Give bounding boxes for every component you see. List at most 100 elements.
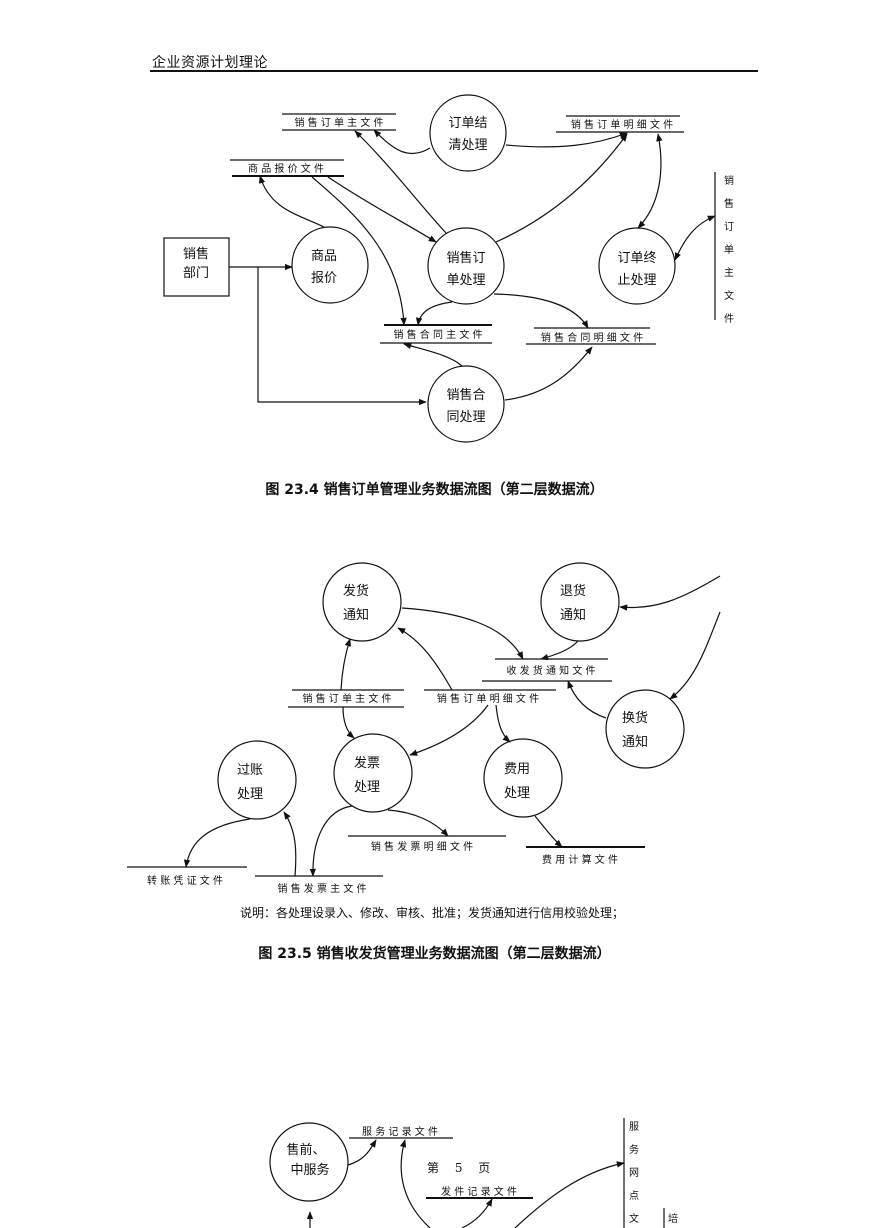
label-quote-1: 商品 (311, 249, 337, 264)
label-order-stop-1: 订单终 (617, 250, 656, 266)
flow-order-to-contract-master (415, 301, 453, 326)
label-order-settle-1: 订单结 (448, 116, 487, 131)
diagram2-store-labels: 收 发 货 通 知 文 件 销 售 订 单 主 文 件 销 售 订 单 明 细 … (147, 664, 618, 895)
label-store-voucher: 转 账 凭 证 文 件 (147, 874, 223, 887)
label-vertical-6: 件 (724, 313, 734, 325)
flow-order-to-order-master (354, 130, 447, 234)
flow-to-service-point (514, 1161, 625, 1228)
page-number: 第 5 页 (427, 1161, 497, 1175)
flow-quote-to-price (258, 175, 325, 228)
label-ship-1: 发货 (343, 583, 369, 599)
label-store-service-record: 服 务 记 录 文 件 (362, 1125, 438, 1138)
label-fee-2: 处理 (504, 786, 530, 801)
flow-master-to-invoice (342, 706, 355, 739)
flow-master-to-ship (340, 638, 351, 691)
label-order-stop-2: 止处理 (617, 273, 656, 288)
flow-detail-stop (637, 133, 663, 229)
diagram-order-management (163, 94, 716, 443)
label-service-point-0: 服 (629, 1121, 639, 1133)
diagram-service-partial (269, 1118, 665, 1228)
diagram-note: 说明：各处理设录入、修改、审核、批准；发货通知进行信用校验处理； (240, 906, 625, 920)
label-store-order-master-2: 销 售 订 单 主 文 件 (302, 692, 391, 705)
flow-detail-to-ship (397, 627, 453, 691)
flow-dept-to-contract (257, 267, 427, 406)
process-invoice (333, 733, 413, 813)
flow-ship-to-store (401, 607, 524, 660)
flow-external-to-return (619, 575, 721, 611)
flow-detail-to-fee (495, 704, 511, 743)
process-quote (291, 226, 369, 304)
label-store-contract-master: 销 售 合 同 主 文 件 (393, 328, 482, 341)
flow-settle-to-order-detail (505, 132, 628, 148)
flow-fee-to-calc (534, 815, 563, 848)
label-vertical-2: 订 (724, 221, 734, 233)
label-contract-1: 销售合 (446, 387, 485, 403)
diagram1-labels: 订单结 清处理 商品 报价 销售订 单处理 订单终 止处理 销售合 同处理 销售… (183, 116, 657, 425)
store-order-detail (556, 115, 684, 133)
flow-price-to-order (327, 176, 437, 243)
label-posting-2: 处理 (237, 787, 263, 802)
process-presales-service (269, 1122, 349, 1202)
flow-invoice-to-detail (387, 809, 449, 837)
label-exchange-1: 换货 (622, 710, 648, 726)
label-fee-1: 费用 (504, 762, 530, 777)
flow-exchange-to-store (567, 680, 607, 719)
page-header: 企业资源计划理论 (152, 55, 268, 71)
label-train: 培 (668, 1212, 678, 1225)
process-exchange-notice (605, 689, 685, 769)
diagram1-store-labels: 销 售 订 单 主 文 件 销 售 订 单 明 细 文 件 商 品 报 价 文 … (248, 116, 734, 344)
label-service-point-2: 网 (629, 1167, 639, 1179)
flow-detail-to-invoice (409, 704, 489, 756)
label-posting-1: 过账 (237, 763, 263, 778)
label-order-settle-2: 清处理 (448, 138, 487, 153)
label-vertical-1: 售 (724, 197, 734, 210)
label-invoice-2: 处理 (354, 780, 380, 795)
flow-order-to-contract-detail (493, 293, 589, 329)
process-posting (217, 740, 297, 820)
process-order (427, 227, 505, 305)
flow-presales-to-record (347, 1139, 377, 1166)
process-ship-notice (322, 562, 402, 642)
label-service-point-4: 文 (629, 1212, 639, 1225)
label-service-point-1: 务 (629, 1143, 639, 1156)
flow-external-to-exchange (669, 611, 721, 700)
label-vertical-3: 单 (724, 244, 734, 256)
flow-contract-to-master (403, 342, 463, 367)
flow-stop-vertical (674, 215, 716, 261)
label-store-fee-calc: 费 用 计 算 文 件 (542, 853, 618, 866)
label-invoice-1: 发票 (354, 755, 380, 771)
flow-to-parts-record (461, 1198, 493, 1228)
label-store-order-detail-2: 销 售 订 单 明 细 文 件 (437, 692, 539, 705)
figure-caption-23-4: 图 23.4 销售订单管理业务数据流图（第二层数据流） (265, 482, 604, 498)
flow-order-to-order-detail (495, 133, 628, 243)
label-vertical-5: 文 (724, 289, 734, 302)
label-exchange-2: 通知 (622, 734, 648, 750)
store-contract-detail (526, 327, 656, 345)
process-fee (483, 738, 563, 818)
label-presales-2: 中服务 (290, 1162, 329, 1178)
label-store-parts-record: 发 件 记 录 文 件 (441, 1185, 517, 1198)
process-order-settle (429, 94, 507, 172)
label-order-1: 销售订 (446, 250, 485, 266)
label-return-1: 退货 (560, 583, 586, 599)
header-rule (150, 70, 758, 72)
label-order-2: 单处理 (446, 273, 485, 288)
label-presales-1: 售前、 (286, 1142, 325, 1158)
flow-invoice-master-to-posting (283, 811, 297, 877)
process-return-notice (540, 562, 620, 642)
label-store-contract-detail: 销 售 合 同 明 细 文 件 (541, 331, 643, 344)
label-store-price: 商 品 报 价 文 件 (248, 162, 324, 175)
flow-price-to-contract-master (311, 176, 407, 326)
flow-posting-to-voucher (183, 818, 251, 868)
flow-to-service-record (399, 1139, 431, 1228)
flow-invoice-to-master (309, 805, 353, 877)
store-price-file (230, 159, 344, 177)
label-vertical-0: 销 (724, 174, 734, 187)
label-store-order-master: 销 售 订 单 主 文 件 (294, 116, 383, 129)
label-store-invoice-detail: 销 售 发 票 明 细 文 件 (371, 840, 473, 853)
label-sales-dept-2: 部门 (183, 266, 209, 281)
label-store-invoice-master: 销 售 发 票 主 文 件 (277, 882, 366, 895)
store-ship-receive (482, 658, 612, 682)
label-ship-2: 通知 (343, 607, 369, 623)
